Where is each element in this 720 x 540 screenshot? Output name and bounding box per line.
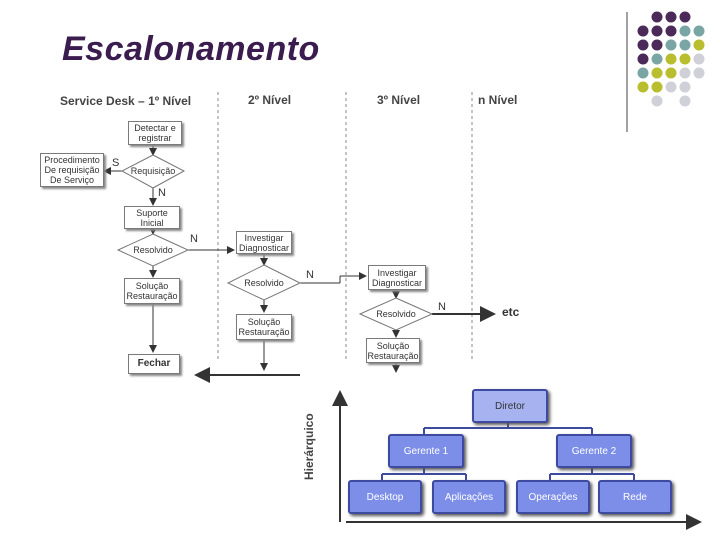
slide-title: Escalonamento — [62, 30, 320, 68]
decorative-dot — [679, 39, 691, 51]
decorative-dot — [637, 53, 649, 65]
org-applications: Aplicações — [432, 480, 506, 514]
decorative-dot — [693, 25, 705, 37]
decorative-dot — [665, 53, 677, 65]
decorative-dot — [679, 25, 691, 37]
decorative-dot — [693, 67, 705, 79]
decorative-dot — [651, 25, 663, 37]
decision-diamond — [116, 233, 190, 267]
node-solution-3: Solução Restauração — [366, 338, 420, 363]
decorative-dot — [679, 95, 691, 107]
decorative-dot — [693, 53, 705, 65]
decorative-dot — [651, 53, 663, 65]
org-operations: Operações — [516, 480, 590, 514]
decorative-dot — [665, 11, 677, 23]
org-network: Rede — [598, 480, 672, 514]
decision-diamond — [226, 264, 302, 301]
decorative-dot — [679, 81, 691, 93]
node-close: Fechar — [128, 354, 180, 374]
node-procedure: Procedimento De requisição De Serviço — [40, 153, 104, 187]
edge-label-no: N — [306, 269, 314, 281]
decorative-dot — [637, 39, 649, 51]
node-resolved-2: Resolvido — [244, 278, 284, 288]
decorative-dot — [693, 39, 705, 51]
node-solution-1: Solução Restauração — [124, 278, 180, 304]
node-request: Requisição — [130, 166, 176, 176]
edge-label-yes: S — [112, 157, 120, 169]
decorative-dot — [651, 81, 663, 93]
edge-label-no: N — [438, 301, 446, 313]
header-level-1: Service Desk – 1º Nível — [60, 94, 192, 108]
edge-label-no: N — [158, 187, 166, 199]
header-level-2: 2º Nível — [248, 93, 292, 107]
org-manager-1: Gerente 1 — [388, 434, 464, 468]
node-initial-support: Suporte Inicial — [124, 206, 180, 229]
decorative-dot — [651, 11, 663, 23]
node-resolved-3: Resolvido — [376, 309, 416, 319]
decorative-dot — [651, 39, 663, 51]
header-level-3: 3º Nível — [377, 93, 421, 107]
node-investigate-2: Investigar Diagnosticar — [236, 231, 292, 254]
decorative-dot — [665, 67, 677, 79]
decorative-dot — [665, 39, 677, 51]
edge-label-no: N — [190, 233, 198, 245]
edge-label-etc: etc — [502, 305, 520, 319]
org-manager-2: Gerente 2 — [556, 434, 632, 468]
decorative-dot — [637, 67, 649, 79]
decorative-dot — [637, 81, 649, 93]
node-resolved-1: Resolvido — [133, 245, 173, 255]
node-solution-2: Solução Restauração — [236, 314, 292, 340]
org-director: Diretor — [472, 389, 548, 423]
decision-diamond — [120, 154, 186, 189]
decorative-dot — [679, 53, 691, 65]
decorative-dot — [665, 81, 677, 93]
decorative-dot — [679, 11, 691, 23]
node-investigate-3: Investigar Diagnosticar — [368, 265, 426, 290]
decision-diamond — [358, 297, 434, 331]
decorative-dot — [665, 25, 677, 37]
decorative-dot — [679, 67, 691, 79]
hierarchy-axis-label: Hierárquico — [302, 413, 316, 480]
org-desktop: Desktop — [348, 480, 422, 514]
decorative-dot-grid — [626, 11, 705, 132]
header-level-n: n Nível — [478, 93, 518, 107]
decorative-dot — [637, 25, 649, 37]
node-detect-register: Detectar e registrar — [128, 121, 182, 145]
decorative-dot — [651, 95, 663, 107]
decorative-dot — [651, 67, 663, 79]
